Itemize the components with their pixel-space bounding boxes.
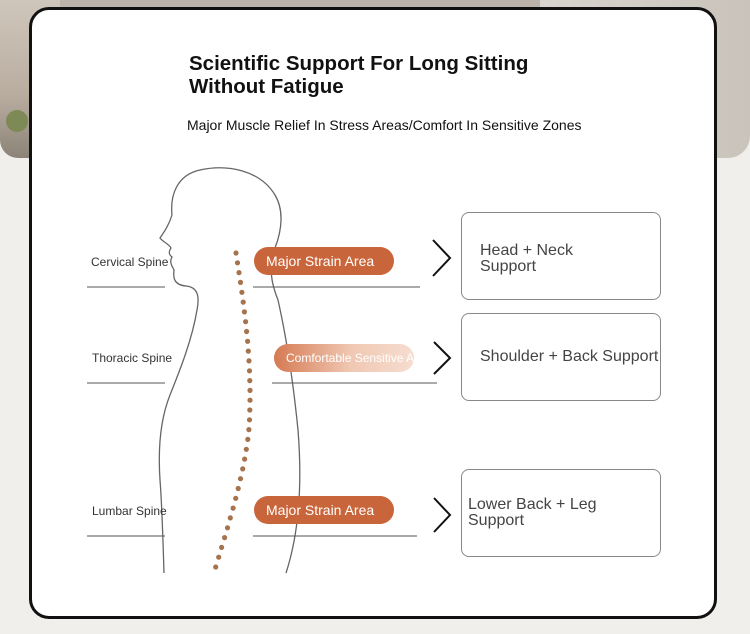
spine-dot xyxy=(230,505,236,511)
spine-dot xyxy=(247,387,253,393)
lumbar-spine-label: Lumbar Spine xyxy=(92,504,167,518)
spine-dot xyxy=(246,368,253,374)
spine-dot xyxy=(235,485,241,492)
spine-dot xyxy=(233,495,239,501)
background-photo-top xyxy=(60,0,540,10)
shoulder-back-support-label: Shoulder + Back Support xyxy=(480,348,659,365)
spine-dot xyxy=(247,378,253,384)
spine-dot xyxy=(240,299,246,305)
neck-strain-zone: Major Strain Area xyxy=(254,247,394,275)
spine-dot xyxy=(237,279,244,285)
upper-back-sensitive-zone: Comfortable Sensitive Area xyxy=(274,344,414,372)
spine-dot xyxy=(213,564,219,570)
thoracic-spine-label: Thoracic Spine xyxy=(92,351,173,365)
spine-dot xyxy=(227,515,233,521)
spine-dot xyxy=(246,417,253,423)
spine-dot xyxy=(222,535,228,541)
spine-dot xyxy=(234,260,241,266)
spine-dot xyxy=(237,476,244,482)
head-neck-support-box: Head + Neck Support xyxy=(461,212,661,300)
spine-dot xyxy=(245,348,251,354)
shoulder-back-support-box: Shoulder + Back Support xyxy=(461,313,661,401)
spine-dot xyxy=(242,456,248,462)
plant-decoration xyxy=(6,110,28,132)
page-title: Scientific Support For Long Sitting With… xyxy=(189,52,529,98)
spine-dot xyxy=(216,554,222,560)
spine-dot xyxy=(243,446,249,452)
spine-dot xyxy=(247,407,253,413)
spine-dot xyxy=(236,270,242,276)
chevron-right-icon xyxy=(432,239,452,277)
spine-dot xyxy=(245,338,251,344)
chevron-right-icon xyxy=(433,341,452,375)
head-neck-support-label: Head + Neck Support xyxy=(480,242,573,275)
spine-dot xyxy=(243,319,249,325)
spine-dot xyxy=(239,289,245,295)
spine-dot xyxy=(247,397,253,403)
lower-back-leg-support-label: Lower Back + Leg Support xyxy=(468,496,597,529)
spine-dot xyxy=(219,544,225,551)
spine-dot xyxy=(233,250,239,256)
spine-dot xyxy=(241,309,247,315)
spine-dot xyxy=(244,328,250,335)
spine-dot xyxy=(224,525,231,531)
spine-dot xyxy=(246,427,252,433)
spine-dots xyxy=(213,250,253,570)
lower-back-leg-support-box: Lower Back + Leg Support xyxy=(461,469,661,557)
cervical-spine-label: Cervical Spine xyxy=(91,255,169,269)
page-subtitle: Major Muscle Relief In Stress Areas/Comf… xyxy=(187,117,582,133)
spine-dot xyxy=(245,436,251,442)
face-outline xyxy=(158,214,199,574)
spine-dot xyxy=(240,466,246,472)
spine-dot xyxy=(246,358,252,364)
chevron-right-icon xyxy=(433,497,452,533)
lower-back-strain-zone: Major Strain Area xyxy=(254,496,394,524)
diagram-card: Scientific Support For Long Sitting With… xyxy=(29,7,717,619)
